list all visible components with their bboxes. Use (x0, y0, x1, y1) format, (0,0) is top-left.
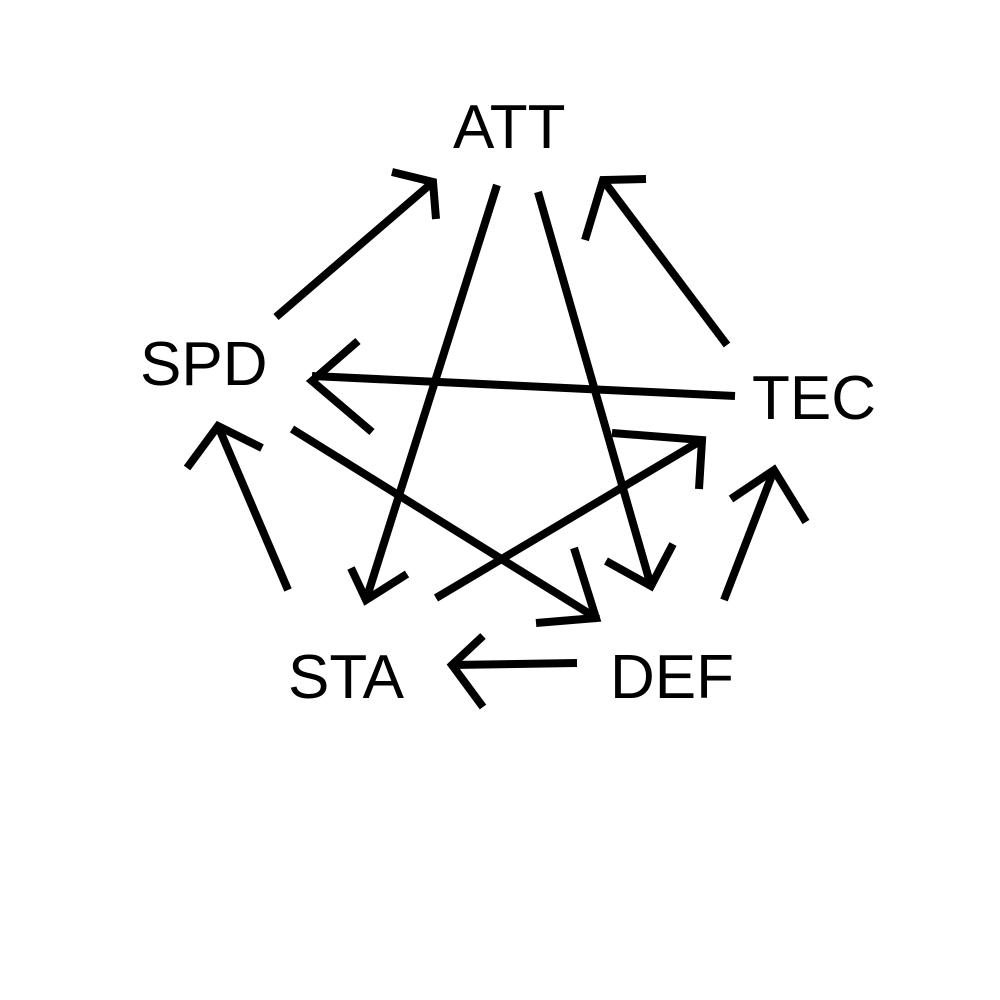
edge-spd-to-def (289, 425, 602, 627)
node-att-label: ATT (453, 93, 566, 162)
node-tec-label: TEC (752, 364, 876, 433)
edge-spd-to-att (273, 168, 440, 321)
edge-tec-to-att (581, 175, 731, 348)
edge-sta-to-spd (183, 420, 292, 592)
edge-sta-to-tec (433, 429, 707, 602)
edge-def-to-sta (446, 633, 578, 710)
edge-att-to-sta (347, 183, 501, 606)
edge-tec-to-spd (305, 337, 736, 436)
node-spd-label: SPD (140, 330, 268, 399)
edge-def-to-tec (720, 464, 810, 602)
node-sta-label: STA (288, 643, 404, 712)
node-def-label: DEF (610, 643, 734, 712)
